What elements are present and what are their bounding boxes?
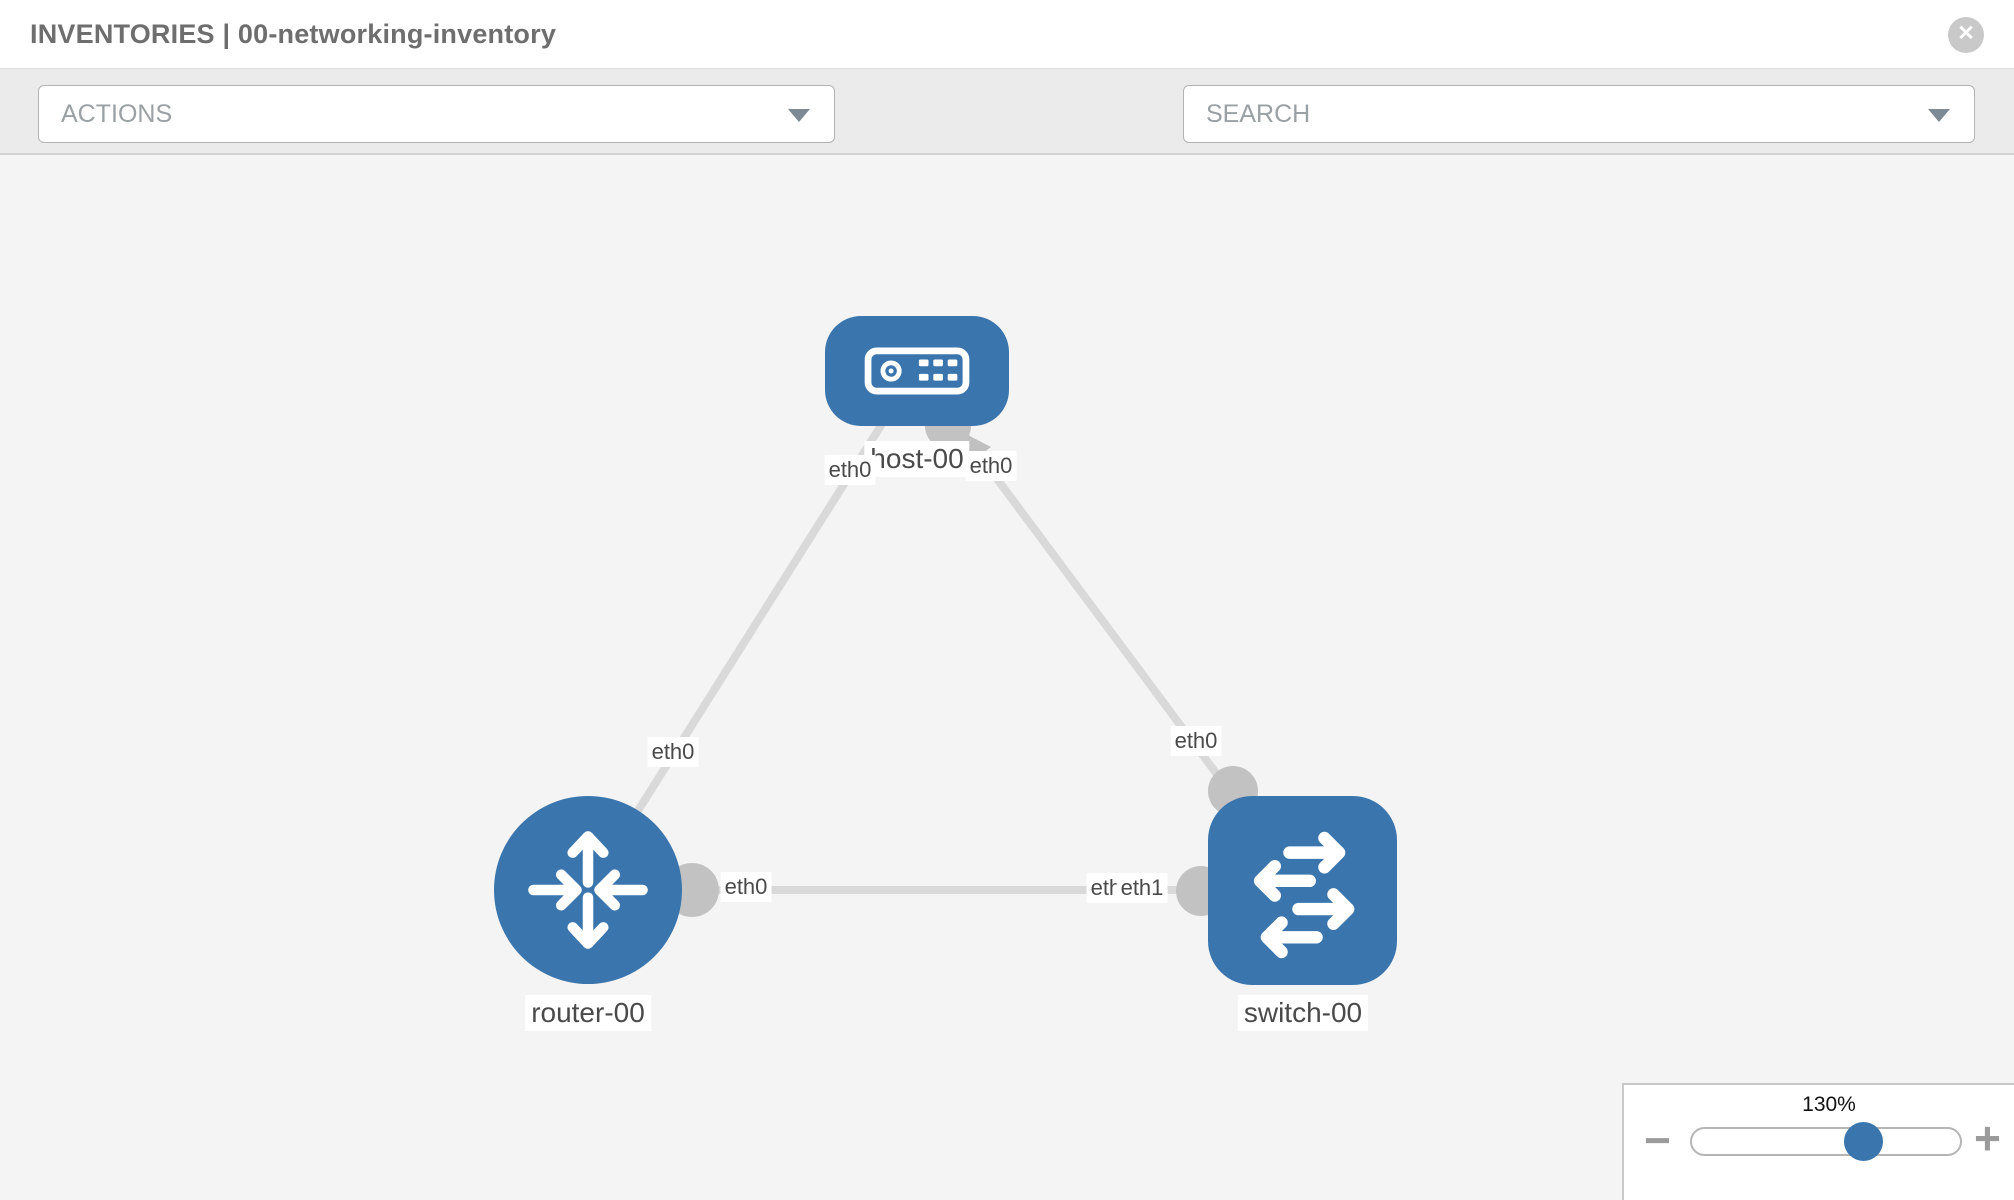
search-dropdown[interactable]: SEARCH [1183,85,1975,143]
node-label-switch: switch-00 [1237,995,1369,1031]
zoom-value: 130% [1802,1093,1856,1116]
close-icon: ✕ [1957,22,1975,45]
header: INVENTORIES | 00-networking-inventory ✕ [0,0,2014,68]
interface-label: eth0 [824,455,876,485]
close-button[interactable]: ✕ [1948,17,1984,53]
zoom-in-button[interactable]: + [1974,1112,2001,1164]
zoom-slider-track[interactable] [1690,1127,1962,1156]
host-icon [864,347,970,395]
actions-dropdown-label: ACTIONS [61,100,173,128]
node-router-00[interactable] [494,796,682,984]
search-placeholder: SEARCH [1206,100,1311,128]
interface-label: eth1 [1116,873,1168,903]
links-layer [584,366,1307,917]
topology-canvas[interactable]: host-00 router-00 switch-00 eth0 eth0 et… [0,155,2014,1200]
zoom-panel: 130% − + [1622,1083,2014,1200]
node-label-host: host-00 [864,441,970,477]
interface-label: eth0 [647,737,699,767]
zoom-out-button[interactable]: − [1644,1114,1671,1166]
toolbar: ACTIONS SEARCH [0,68,2014,202]
actions-dropdown[interactable]: ACTIONS [38,85,835,143]
interface-label: eth0 [720,872,772,902]
page-title: INVENTORIES | 00-networking-inventory [30,19,557,49]
node-switch-00[interactable] [1208,796,1397,985]
interface-label: eth0 [1170,726,1222,756]
interface-label: eth0 [965,451,1017,481]
chevron-down-icon [1928,109,1950,122]
zoom-slider-thumb[interactable] [1844,1122,1883,1161]
node-host-00[interactable] [825,316,1009,426]
chevron-down-icon [788,109,810,122]
switch-icon [1253,831,1354,958]
router-icon [528,831,648,949]
node-label-router: router-00 [525,995,651,1031]
